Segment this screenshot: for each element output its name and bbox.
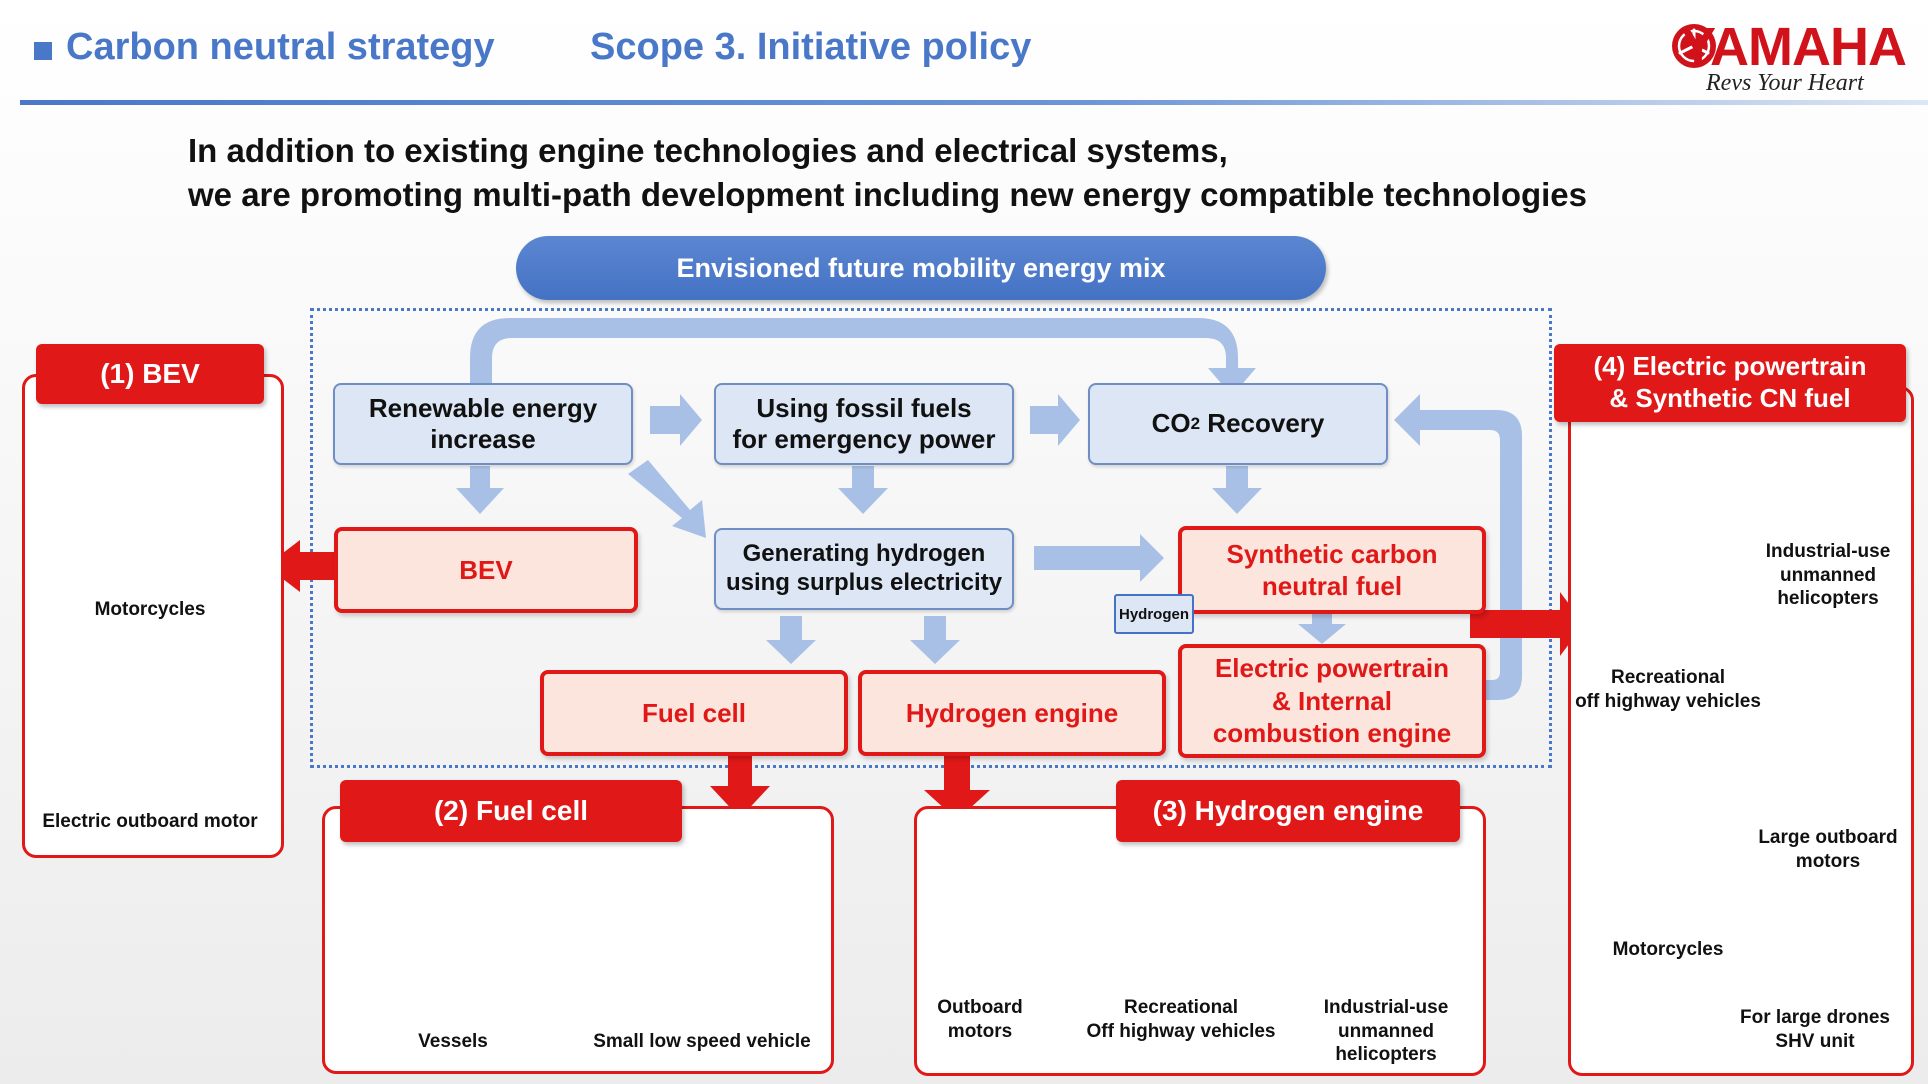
ice-line-1: Electric powertrain — [1214, 653, 1450, 684]
ice-line-3: combustion engine — [1212, 718, 1452, 749]
synthetic-line-1: Synthetic carbon — [1226, 538, 1438, 569]
arrow-right-2 — [1030, 394, 1080, 446]
h2-caption-rov-2: Off highway vehicles — [1086, 1020, 1276, 1042]
hydrogen-engine-panel — [914, 806, 1486, 1076]
cn-caption-outboard-1: Large outboard — [1758, 827, 1898, 848]
cn-caption-drone-2: SHV unit — [1775, 1030, 1855, 1052]
renewable-line-2: increase — [430, 424, 536, 454]
cn-caption-heli-1: Industrial-use — [1765, 541, 1891, 562]
fossil-line-1: Using fossil fuels — [756, 392, 972, 423]
electric-cn-title-2: & Synthetic CN fuel — [1609, 383, 1851, 413]
renewable-energy-box: Renewable energy increase — [333, 383, 633, 465]
arrow-right-hydrogen — [1034, 534, 1164, 582]
h2-caption-outboard-1: Outboard — [937, 997, 1023, 1018]
cn-caption-helicopter: Industrial-use unmanned helicopters — [1756, 540, 1900, 611]
hydrogen-engine-panel-title: (3) Hydrogen engine — [1116, 780, 1460, 842]
arrow-left-bev — [266, 540, 344, 592]
co2-subscript: 2 — [1190, 413, 1201, 433]
ice-box: Electric powertrain & Internal combustio… — [1178, 644, 1486, 758]
synthetic-fuel-box: Synthetic carbon neutral fuel — [1178, 526, 1486, 614]
renewable-line-1: Renewable energy — [368, 392, 598, 423]
co2-text: CO — [1151, 408, 1191, 439]
hydrogen-engine-box: Hydrogen engine — [858, 670, 1166, 756]
hydrogen-gen-line-2: using surplus electricity — [725, 569, 1003, 596]
loop-arrow-top — [470, 318, 1256, 396]
header-rule — [20, 100, 1928, 105]
topic-title: Scope 3. Initiative policy — [590, 26, 1032, 68]
co2-recovery-text: Recovery — [1200, 408, 1325, 439]
fossil-fuels-box: Using fossil fuels for emergency power — [714, 383, 1014, 465]
h2-caption-outboard: Outboard motors — [920, 996, 1040, 1043]
arrow-down-fuelcell-panel — [710, 744, 770, 818]
arrow-down-fossil — [838, 466, 888, 514]
bev-box: BEV — [334, 527, 638, 613]
arrow-down-renewable — [456, 466, 504, 514]
subtitle-line-2: we are promoting multi-path development … — [188, 176, 1588, 213]
bev-caption-motorcycles: Motorcycles — [94, 599, 206, 620]
section-title: Carbon neutral strategy — [66, 26, 495, 68]
cn-caption-rov-1: Recreational — [1610, 667, 1726, 688]
fuel-cell-panel — [322, 806, 834, 1074]
cn-caption-outboard-2: motors — [1795, 850, 1861, 872]
arrow-right-1 — [650, 394, 702, 446]
fuel-cell-panel-title: (2) Fuel cell — [340, 780, 682, 842]
h2-caption-rov: Recreational Off highway vehicles — [1066, 996, 1296, 1043]
energy-mix-banner: Envisioned future mobility energy mix — [516, 236, 1326, 300]
cn-caption-rov-2: off highway vehicles — [1575, 690, 1761, 712]
bev-panel — [22, 374, 284, 858]
fossil-line-2: for emergency power — [732, 424, 996, 454]
arrow-down-h2-panel — [924, 744, 990, 820]
hydrogen-gen-line-1: Generating hydrogen — [742, 540, 986, 568]
cn-caption-heli-3: helicopters — [1777, 588, 1879, 610]
cn-caption-outboard: Large outboard motors — [1750, 826, 1906, 873]
electric-cn-panel-title: (4) Electric powertrain & Synthetic CN f… — [1554, 344, 1906, 422]
yamaha-logo: YAMAHA — [1679, 17, 1907, 77]
bev-caption-outboard: Electric outboard motor — [42, 811, 258, 832]
fuel-cell-caption-vehicle: Small low speed vehicle — [593, 1031, 811, 1052]
arrow-down-co2 — [1212, 466, 1262, 514]
cn-caption-heli-2: unmanned — [1779, 564, 1877, 586]
h2-caption-rov-1: Recreational — [1123, 997, 1239, 1018]
synthetic-line-2: neutral fuel — [1261, 571, 1403, 601]
cn-caption-drone-1: For large drones — [1740, 1007, 1890, 1028]
h2-caption-heli-1: Industrial-use — [1323, 997, 1449, 1018]
arrow-down-fuelcell — [766, 616, 816, 664]
arrow-right-panel4 — [1470, 592, 1584, 656]
hydrogen-label: Hydrogen — [1114, 594, 1194, 634]
yamaha-tagline: Revs Your Heart — [1706, 70, 1864, 96]
hydrogen-generation-box: Generating hydrogen using surplus electr… — [714, 528, 1014, 610]
arrow-down-h2engine — [910, 616, 960, 664]
arrow-diagonal — [628, 460, 706, 538]
fuel-cell-caption-vessels: Vessels — [418, 1031, 488, 1052]
fuel-cell-box: Fuel cell — [540, 670, 848, 756]
electric-cn-title-1: (4) Electric powertrain — [1593, 351, 1867, 382]
cn-caption-drone: For large drones SHV unit — [1732, 1006, 1898, 1053]
h2-caption-outboard-2: motors — [947, 1020, 1013, 1042]
electric-cn-panel — [1568, 386, 1914, 1076]
cn-caption-rov: Recreational off highway vehicles — [1570, 666, 1766, 713]
subtitle-line-1: In addition to existing engine technolog… — [188, 132, 1228, 169]
bev-panel-title: (1) BEV — [36, 344, 264, 404]
h2-caption-heli-3: helicopters — [1335, 1044, 1437, 1066]
energy-mix-region — [310, 308, 1552, 768]
yamaha-tuning-fork-icon — [1672, 24, 1716, 68]
bullet-square-icon — [34, 42, 52, 60]
h2-caption-helicopter: Industrial-use unmanned helicopters — [1304, 996, 1468, 1067]
arrow-down-synthetic — [1298, 608, 1346, 644]
ice-line-2: & Internal — [1272, 685, 1392, 716]
h2-caption-heli-2: unmanned — [1337, 1020, 1435, 1042]
cn-caption-motorcycles: Motorcycles — [1612, 939, 1724, 960]
loop-arrow-right — [1394, 394, 1522, 700]
